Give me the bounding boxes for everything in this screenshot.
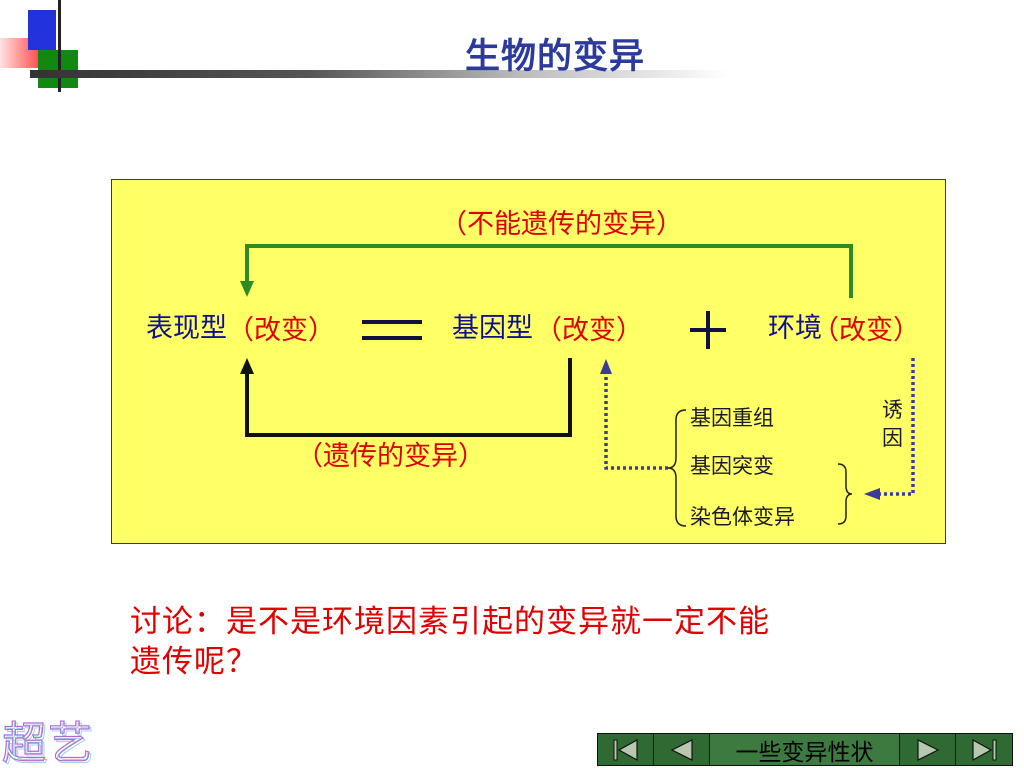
svg-text:超艺: 超艺 [2, 718, 94, 768]
environment-change: （改变） [812, 315, 920, 346]
page-title: 生物的变异 [464, 37, 645, 77]
inducer-label-char-1: 诱 [882, 398, 903, 422]
source-chromosome-variation: 染色体变异 [690, 505, 795, 529]
inducer-label-char-2: 因 [882, 426, 903, 450]
svg-text:超艺: 超艺 [4, 720, 96, 768]
watermark-logo: 超艺 超艺 [1, 717, 96, 768]
non-heritable-variation-label: （不能遗传的变异） [440, 209, 683, 240]
discussion-line-2: 遗传呢？ [130, 644, 258, 680]
phenotype-term: 表现型 [146, 313, 227, 344]
source-gene-mutation: 基因突变 [690, 454, 774, 478]
next-slide-button[interactable] [900, 734, 956, 765]
next-slide-icon [916, 738, 939, 761]
discussion-line-1: 讨论：是不是环境因素引起的变异就一定不能 [130, 604, 770, 640]
heritable-variation-label: （遗传的变异） [296, 441, 485, 472]
genotype-term: 基因型 [452, 313, 533, 344]
last-slide-button[interactable] [956, 734, 1012, 765]
previous-slide-icon [670, 738, 693, 761]
decorative-blue-block [28, 10, 56, 50]
first-slide-button[interactable] [598, 734, 654, 765]
title-underline [30, 70, 730, 78]
source-gene-recombination: 基因重组 [690, 406, 774, 430]
previous-slide-button[interactable] [654, 734, 710, 765]
slide-navigation-bar: 一些变异性状 [597, 733, 1013, 766]
phenotype-change: （改变） [227, 315, 335, 346]
nav-center-label[interactable]: 一些变异性状 [710, 734, 900, 766]
decorative-vertical-line [58, 0, 61, 92]
last-slide-icon [972, 738, 997, 761]
first-slide-icon [613, 738, 638, 761]
environment-term: 环境 [768, 313, 822, 344]
genotype-change: （改变） [535, 315, 643, 346]
discussion-question: 讨论：是不是环境因素引起的变异就一定不能 遗传呢？ [130, 602, 960, 682]
